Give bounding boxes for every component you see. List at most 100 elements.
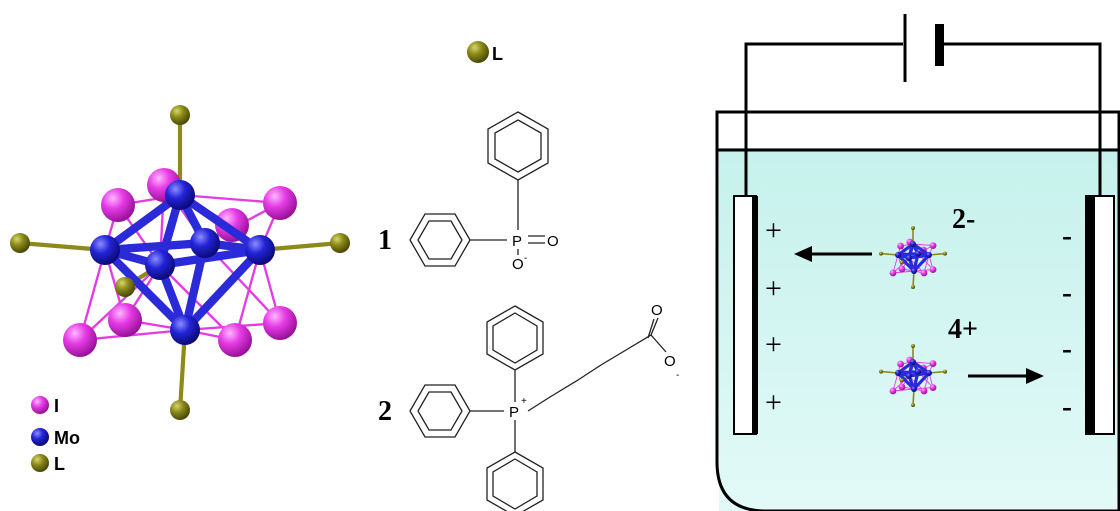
anion-charge-label: 2- xyxy=(952,204,975,235)
legend-item-ligand: L xyxy=(31,454,65,474)
cathode-sign: - xyxy=(1062,390,1072,423)
molybdenum-atom xyxy=(926,370,932,376)
molecule-2-oxygen-single: O xyxy=(664,353,676,370)
mo-mo-bond xyxy=(180,245,265,335)
iodine-atom xyxy=(889,269,897,277)
ligand-atom xyxy=(115,277,135,297)
iodine-atom xyxy=(218,323,252,357)
wire-right xyxy=(944,42,1102,196)
beaker-vessel xyxy=(715,110,1120,511)
iodine-atom xyxy=(889,387,897,395)
ligand-atom xyxy=(911,344,915,348)
mo-mo-bond xyxy=(100,238,210,255)
molybdenum-atom xyxy=(90,235,120,265)
cathode-sign: - xyxy=(1062,332,1072,365)
molybdenum-atom xyxy=(911,386,917,392)
phenyl-ring xyxy=(487,111,549,181)
mo-mo-bond xyxy=(896,252,920,257)
legend-label-molybdenum: Mo xyxy=(54,428,80,448)
atom-legend: I Mo L xyxy=(31,396,80,474)
molybdenum-atom xyxy=(190,228,220,258)
ligand-atom xyxy=(170,105,190,125)
molybdenum-atom xyxy=(910,359,916,365)
iodine-atom xyxy=(101,188,135,222)
molybdenum-atom xyxy=(906,373,912,379)
ligand-key: L xyxy=(467,41,503,64)
ligand-atom xyxy=(943,251,947,256)
anode-sign: + xyxy=(765,328,782,361)
molecule-1-charge: - xyxy=(524,253,527,264)
molecule-1-phosphorus: P xyxy=(512,233,522,250)
anode-sign: + xyxy=(765,214,782,247)
phenyl-ring xyxy=(486,451,544,511)
ligand-atom xyxy=(911,226,915,230)
molybdenum-atom xyxy=(915,368,921,375)
iodine-atom xyxy=(898,265,906,273)
molybdenum-atom xyxy=(165,180,195,210)
iodine-legend-sphere xyxy=(31,396,49,414)
wire-left xyxy=(744,42,903,196)
mo-mo-bond xyxy=(175,190,265,255)
legend-item-iodine: I xyxy=(31,396,59,416)
iodine-atom xyxy=(63,323,97,357)
ligand-atom xyxy=(330,233,350,253)
molecule-2-oxygen-charge: - xyxy=(676,370,679,381)
ligand-key-sphere xyxy=(467,41,489,63)
molybdenum-atom xyxy=(170,315,200,345)
iodine-atom xyxy=(897,242,904,250)
phenyl-ring xyxy=(486,305,544,371)
molecule-1-oxygen-single: O xyxy=(512,256,524,273)
iodine-bond xyxy=(892,375,910,392)
mo-mo-bond xyxy=(912,371,931,391)
ligand-atom xyxy=(10,233,30,253)
electrophoresis-cell: + + + + - - - - 2- 4+ xyxy=(715,14,1120,511)
ligand-atom xyxy=(900,378,904,383)
phenyl-ring xyxy=(409,213,471,267)
ligand-atom xyxy=(911,285,915,289)
iodine-atom xyxy=(929,266,937,273)
molybdenum-atom xyxy=(906,255,912,261)
iodine-bond xyxy=(892,257,910,274)
anion-cluster-icon xyxy=(879,226,947,289)
cation-charge-label: 4+ xyxy=(948,314,978,345)
iodine-atom xyxy=(920,387,928,395)
battery-short-plate xyxy=(935,24,944,66)
molecule-2-phosphorus: P xyxy=(509,404,519,421)
ligand-atom xyxy=(911,403,915,407)
legend-label-ligand: L xyxy=(54,454,65,474)
iodine-atom xyxy=(108,303,142,337)
anion-migration-arrow xyxy=(794,246,872,262)
iodine-atom xyxy=(263,186,297,220)
cathode-sign: - xyxy=(1062,276,1072,309)
molybdenum-atom xyxy=(910,241,916,247)
molybdenum-atom xyxy=(895,252,901,258)
mo-mo-bond xyxy=(100,245,190,335)
iodine-atom xyxy=(898,383,906,391)
cation-migration-arrow xyxy=(968,368,1044,384)
ligand-legend-sphere xyxy=(31,454,49,472)
molybdenum-atom xyxy=(245,235,275,265)
iodine-atom xyxy=(929,360,937,367)
mo-mo-bond xyxy=(896,370,920,375)
mo-mo-bond xyxy=(896,242,915,257)
mo6-cluster-model xyxy=(10,105,350,420)
iodine-atom xyxy=(929,384,937,391)
mo-mo-bond xyxy=(912,253,931,273)
molybdenum-atom xyxy=(915,250,921,257)
legend-label-iodine: I xyxy=(54,396,59,416)
molecule-2-phosphonium-carboxylate xyxy=(409,305,667,511)
cathode-electrode xyxy=(1085,195,1115,435)
anode-sign: + xyxy=(765,272,782,305)
ligand-key-label: L xyxy=(492,44,503,64)
ligand-atom xyxy=(943,369,947,374)
electrolyte-solution xyxy=(719,148,1119,511)
mo-mo-bond xyxy=(896,360,915,375)
legend-item-molybdenum: Mo xyxy=(31,428,80,448)
molecule-1-number: 1 xyxy=(378,225,392,256)
iodine-atom xyxy=(929,242,937,250)
anode-sign: + xyxy=(765,386,782,419)
ligand-atom xyxy=(900,260,904,265)
cathode-sign: - xyxy=(1062,219,1072,252)
molybdenum-atom xyxy=(895,370,901,376)
